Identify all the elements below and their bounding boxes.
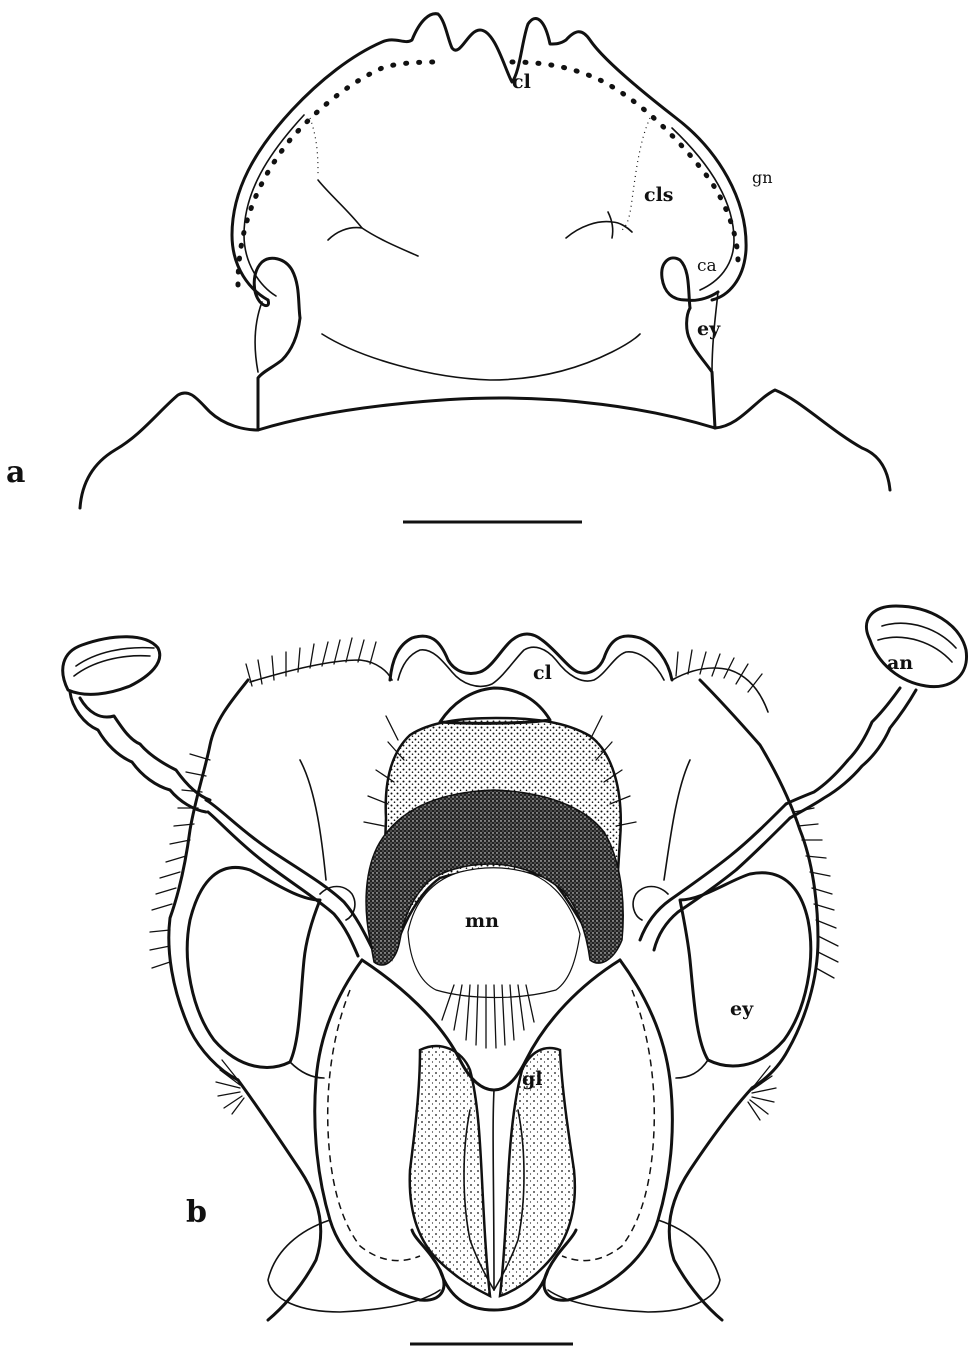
clypeus-b-outline [390,634,672,680]
label-a-cls: cls [644,186,673,205]
label-a-gn: gn [752,170,773,186]
pronotum-outline [80,390,890,508]
antenna-left [63,637,372,956]
label-a-ey: ey [697,320,720,339]
compound-eye-left [187,867,320,1067]
head-margin-outline [232,14,746,300]
left-canthus-outline [254,258,300,318]
panel-a-drawing [80,14,890,522]
panel-b-drawing [63,606,967,1344]
panel-letter-b: b [186,1198,207,1228]
frontal-suture [322,334,640,380]
panel-letter-a: a [6,458,25,488]
gena-right [669,1088,752,1320]
compound-eye-right [680,873,811,1066]
label-b-gl: gl [522,1070,543,1089]
clypeal-suture [310,118,318,175]
label-b-cl: cl [533,664,552,683]
label-b-ey: ey [730,1000,753,1019]
marginal-setae-right [676,650,838,978]
gena-left [238,1080,321,1320]
label-b-an: an [887,654,913,673]
vertex-outline [258,318,300,430]
label-a-cl: cl [512,73,531,92]
label-a-ca: ca [697,258,717,275]
label-b-mn: mn [465,912,499,931]
